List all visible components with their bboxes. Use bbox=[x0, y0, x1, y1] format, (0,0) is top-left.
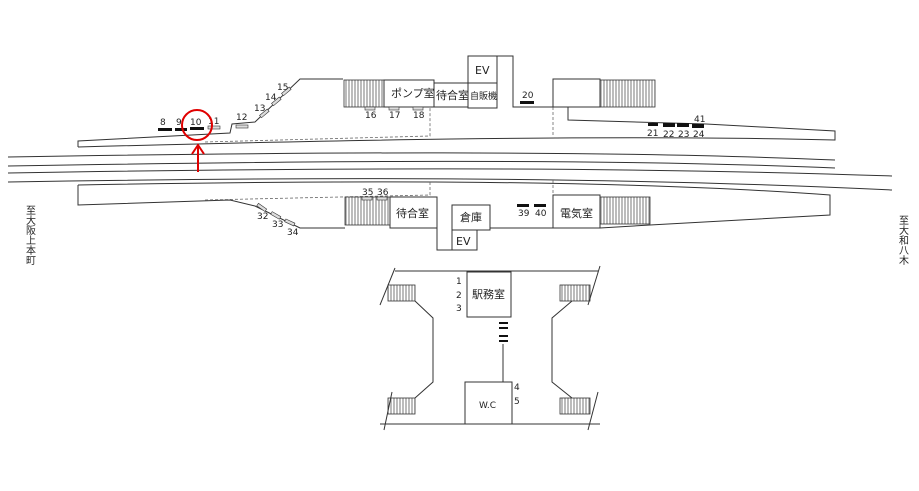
marker-labels: 8 9 10 11 12 13 14 15 16 17 18 20 21 22 … bbox=[160, 83, 705, 407]
vending-label: 自販機 bbox=[470, 90, 497, 102]
marker-label: 40 bbox=[535, 209, 547, 219]
station-office bbox=[466, 271, 512, 318]
marker-label: 3 bbox=[456, 304, 462, 314]
marker-label: 36 bbox=[377, 188, 389, 198]
electric-room-label: 電気室 bbox=[560, 206, 593, 220]
marker-label: 11 bbox=[208, 117, 219, 127]
concourse bbox=[379, 265, 601, 431]
marker-label: 41 bbox=[694, 115, 705, 125]
upper-platform bbox=[77, 55, 836, 148]
elevator-upper-label: EV bbox=[475, 64, 490, 77]
marker-label: 33 bbox=[272, 220, 283, 230]
marker-label: 5 bbox=[514, 397, 520, 407]
lower-platform bbox=[77, 180, 831, 251]
highlight-circle bbox=[181, 109, 213, 141]
marker-label: 20 bbox=[522, 91, 534, 101]
vending-machine-area bbox=[467, 82, 498, 109]
marker-label: 18 bbox=[413, 111, 425, 121]
electric-room bbox=[552, 194, 601, 229]
marker-label: 34 bbox=[287, 228, 299, 238]
marker-label: 9 bbox=[176, 118, 182, 128]
fare-markers bbox=[158, 86, 704, 227]
marker-label: 32 bbox=[257, 212, 268, 222]
wc bbox=[464, 381, 513, 425]
pump-room-label: ポンプ室 bbox=[391, 86, 435, 100]
storage-label: 倉庫 bbox=[460, 210, 482, 224]
marker-label: 15 bbox=[277, 83, 288, 93]
tracks bbox=[7, 152, 893, 191]
waiting-room-upper bbox=[433, 82, 469, 108]
waiting-room-lower bbox=[389, 196, 438, 229]
marker-label: 12 bbox=[236, 113, 247, 123]
elevator-lower-label: EV bbox=[456, 235, 471, 248]
marker-label: 8 bbox=[160, 118, 166, 128]
elevator-upper bbox=[467, 55, 498, 84]
marker-label: 21 bbox=[647, 129, 658, 139]
marker-label: 22 bbox=[663, 130, 674, 140]
upper-right-building bbox=[552, 78, 601, 108]
pump-room bbox=[383, 79, 435, 108]
marker-label: 24 bbox=[693, 130, 705, 140]
arrow-head-icon bbox=[191, 143, 205, 155]
waiting-room-upper-label: 待合室 bbox=[436, 88, 469, 102]
elevator-lower bbox=[451, 229, 478, 251]
marker-label: 2 bbox=[456, 291, 462, 301]
marker-label: 23 bbox=[678, 130, 689, 140]
room-labels: ポンプ室 待合室 EV 自販機 待合室 倉庫 EV 電気室 駅務室 W.C bbox=[391, 64, 593, 411]
direction-left: 至大阪上本町 bbox=[24, 205, 36, 265]
marker-label: 13 bbox=[254, 104, 265, 114]
marker-label: 10 bbox=[190, 118, 202, 128]
direction-right: 至大和八木 bbox=[897, 215, 909, 266]
highlight-annotation bbox=[181, 109, 213, 172]
marker-label: 35 bbox=[362, 188, 373, 198]
marker-label: 4 bbox=[514, 383, 520, 393]
marker-label: 17 bbox=[389, 111, 400, 121]
marker-label: 1 bbox=[456, 277, 462, 287]
waiting-room-lower-label: 待合室 bbox=[396, 206, 429, 220]
marker-label: 39 bbox=[518, 209, 530, 219]
station-office-label: 駅務室 bbox=[472, 287, 505, 301]
marker-label: 14 bbox=[265, 93, 277, 103]
wc-label: W.C bbox=[479, 401, 496, 411]
marker-label: 16 bbox=[365, 111, 377, 121]
